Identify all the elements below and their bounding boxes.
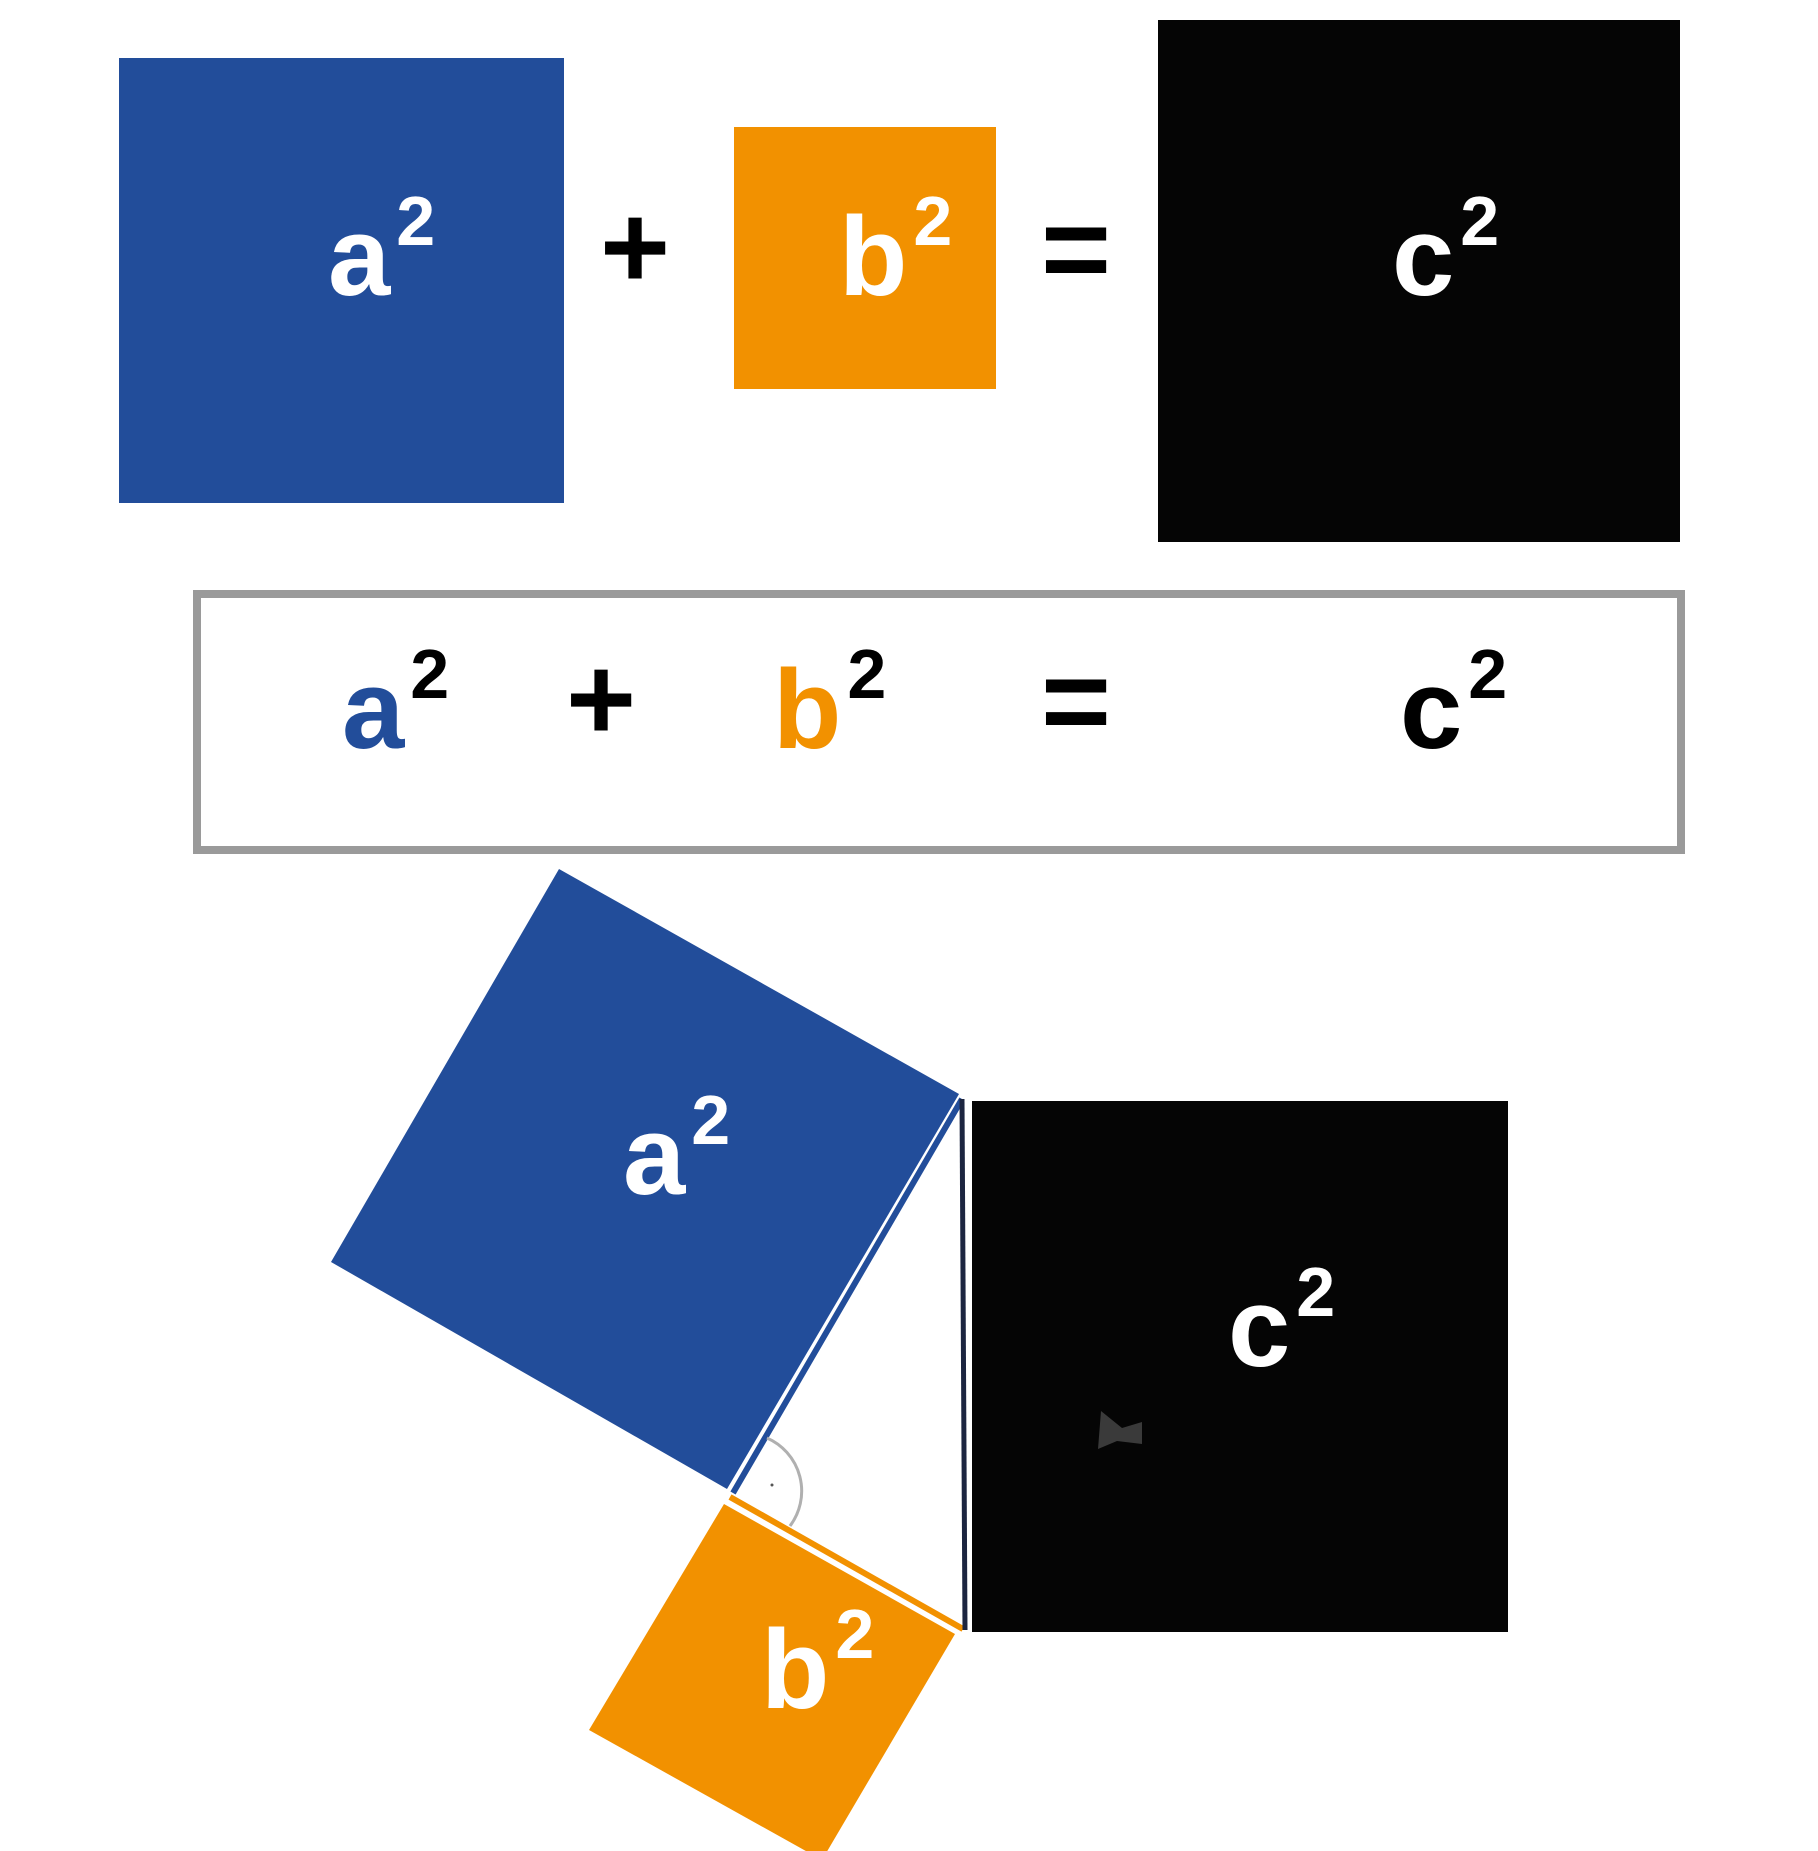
row1-b-square [734,127,996,389]
row2-b-term: b2 [773,635,886,772]
row1-a-label: a2 [328,182,435,319]
figure-c-square [972,1101,1508,1632]
triangle-side-b [728,1494,965,1632]
figure-b-square [589,1504,955,1851]
row2-plus-sign: + [566,632,636,766]
figure-c-label: c2 [1228,1253,1335,1390]
row2-equation-box: a2 + b2 = c2 [193,590,1685,854]
c-square-artifact [1098,1411,1142,1449]
row1-plus-sign: + [600,180,670,314]
row1-equals-sign: = [1041,182,1111,316]
triangle-side-c [959,1098,968,1631]
row2-a-term: a2 [342,635,449,772]
row1-c-label: c2 [1392,182,1499,319]
figure-a-label: a2 [623,1081,730,1218]
right-angle-arc [766,1436,804,1527]
right-angle-dot [770,1483,774,1487]
row1-b-label: b2 [839,182,952,319]
row1-c-square [1158,20,1680,542]
figure-b-label: b2 [761,1595,874,1732]
row1-a-square [119,58,564,503]
row2-c-term: c2 [1400,635,1507,772]
triangle-side-a [730,1097,965,1495]
row1-equation: a2 + b2 = c2 [119,20,1680,542]
figure-a-square [331,869,959,1489]
pythagorean-figure: a2 b2 c2 [331,869,1508,1851]
row2-box-border [193,590,1685,854]
row2-equals-sign: = [1041,634,1111,768]
